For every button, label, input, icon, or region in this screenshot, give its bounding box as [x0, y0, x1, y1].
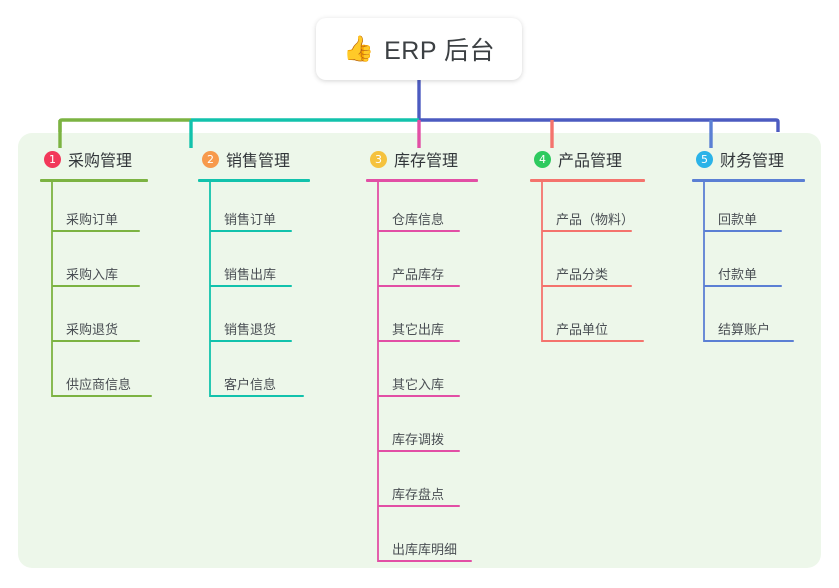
- leaf-label: 库存盘点: [392, 487, 445, 502]
- column-title: 财务管理: [720, 153, 785, 170]
- column-采购管理: 1 采购管理采购订单采购入库采购退货供应商信息: [40, 146, 152, 402]
- bus-segment-1: [58, 118, 191, 132]
- column-badge-2: 2: [202, 150, 219, 168]
- leaf-item[interactable]: 销售退货: [198, 292, 310, 347]
- leaf-rule: [210, 395, 304, 397]
- leaf-item[interactable]: 仓库信息: [366, 182, 478, 237]
- leaf-rule: [378, 450, 460, 452]
- leaf-label: 产品库存: [392, 267, 445, 282]
- column-badge-4: 4: [534, 150, 551, 168]
- column-header-3[interactable]: 3 库存管理: [366, 146, 478, 172]
- leaf-item[interactable]: 采购退货: [40, 292, 148, 347]
- leaf-label: 库存调拨: [392, 432, 445, 447]
- column-header-rule: [366, 179, 478, 182]
- column-销售管理: 2 销售管理销售订单销售出库销售退货客户信息: [198, 146, 310, 402]
- leaf-item[interactable]: 供应商信息: [40, 347, 152, 402]
- leaf-label: 回款单: [718, 212, 758, 227]
- leaf-item[interactable]: 销售订单: [198, 182, 310, 237]
- column-title: 采购管理: [68, 153, 133, 170]
- leaf-rule: [210, 230, 292, 232]
- column-库存管理: 3 库存管理仓库信息产品库存其它出库其它入库库存调拨库存盘点出库库明细: [366, 146, 478, 567]
- leaf-item[interactable]: 其它入库: [366, 347, 478, 402]
- leaf-item[interactable]: 采购订单: [40, 182, 148, 237]
- leaf-rule: [52, 340, 140, 342]
- leaf-rule: [378, 395, 460, 397]
- leaf-rule: [378, 285, 460, 287]
- leaf-label: 其它出库: [392, 322, 445, 337]
- leaf-label: 其它入库: [392, 377, 445, 392]
- column-title: 库存管理: [394, 153, 459, 170]
- leaf-item[interactable]: 库存盘点: [366, 457, 478, 512]
- column-title: 销售管理: [226, 153, 291, 170]
- leaf-rule: [210, 285, 292, 287]
- leaf-rule: [542, 285, 632, 287]
- root-node-erp-backend[interactable]: 👍 ERP 后台: [316, 18, 522, 80]
- leaf-label: 供应商信息: [66, 377, 132, 392]
- column-title: 产品管理: [558, 153, 623, 170]
- leaf-label: 销售出库: [224, 267, 277, 282]
- leaf-label: 出库库明细: [392, 542, 458, 557]
- column-header-rule: [198, 179, 310, 182]
- leaf-rule: [378, 230, 460, 232]
- column-badge-5: 5: [696, 150, 713, 168]
- bus-segment-4: [581, 118, 780, 132]
- leaf-rule: [378, 560, 472, 562]
- thumbs-up-icon: 👍: [342, 34, 375, 63]
- column-header-rule: [40, 179, 148, 182]
- leaf-rule: [52, 285, 140, 287]
- column-header-4[interactable]: 4 产品管理: [530, 146, 645, 172]
- leaf-label: 产品（物料）: [556, 212, 635, 227]
- column-header-2[interactable]: 2 销售管理: [198, 146, 310, 172]
- leaf-label: 仓库信息: [392, 212, 445, 227]
- leaf-label: 采购退货: [66, 322, 119, 337]
- column-badge-1: 1: [44, 150, 61, 168]
- leaf-item[interactable]: 产品库存: [366, 237, 478, 292]
- leaf-rule: [542, 230, 632, 232]
- leaf-rule: [704, 285, 782, 287]
- leaf-rule: [378, 505, 460, 507]
- column-header-rule: [530, 179, 645, 182]
- leaf-rule: [704, 230, 782, 232]
- leaf-item[interactable]: 产品分类: [530, 237, 645, 292]
- leaf-item[interactable]: 出库库明细: [366, 512, 478, 567]
- leaf-item[interactable]: 库存调拨: [366, 402, 478, 457]
- leaf-label: 付款单: [718, 267, 758, 282]
- column-header-5[interactable]: 5 财务管理: [692, 146, 805, 172]
- leaf-label: 产品单位: [556, 322, 609, 337]
- leaf-item[interactable]: 其它出库: [366, 292, 478, 347]
- leaf-item[interactable]: 采购入库: [40, 237, 148, 292]
- column-badge-3: 3: [370, 150, 387, 168]
- leaf-rule: [52, 230, 140, 232]
- leaf-item[interactable]: 销售出库: [198, 237, 310, 292]
- leaf-label: 采购订单: [66, 212, 119, 227]
- leaf-label: 采购入库: [66, 267, 119, 282]
- leaf-label: 客户信息: [224, 377, 277, 392]
- column-财务管理: 5 财务管理回款单付款单结算账户: [692, 146, 805, 347]
- leaf-item[interactable]: 付款单: [692, 237, 805, 292]
- leaf-rule: [210, 340, 292, 342]
- leaf-item[interactable]: 客户信息: [198, 347, 310, 402]
- leaf-label: 产品分类: [556, 267, 609, 282]
- column-header-rule: [692, 179, 805, 182]
- leaf-item[interactable]: 产品（物料）: [530, 182, 645, 237]
- column-产品管理: 4 产品管理产品（物料） 产品分类产品单位: [530, 146, 645, 347]
- leaf-rule: [378, 340, 460, 342]
- leaf-label: 结算账户: [718, 322, 771, 337]
- leaf-item[interactable]: 产品单位: [530, 292, 645, 347]
- leaf-rule: [704, 340, 794, 342]
- leaf-item[interactable]: 结算账户: [692, 292, 805, 347]
- leaf-rule: [52, 395, 152, 397]
- diagram-panel: [18, 133, 821, 568]
- root-node-title: ERP 后台: [384, 37, 496, 65]
- column-header-1[interactable]: 1 采购管理: [40, 146, 148, 172]
- leaf-label: 销售退货: [224, 322, 277, 337]
- leaf-item[interactable]: 回款单: [692, 182, 805, 237]
- leaf-rule: [542, 340, 644, 342]
- leaf-label: 销售订单: [224, 212, 277, 227]
